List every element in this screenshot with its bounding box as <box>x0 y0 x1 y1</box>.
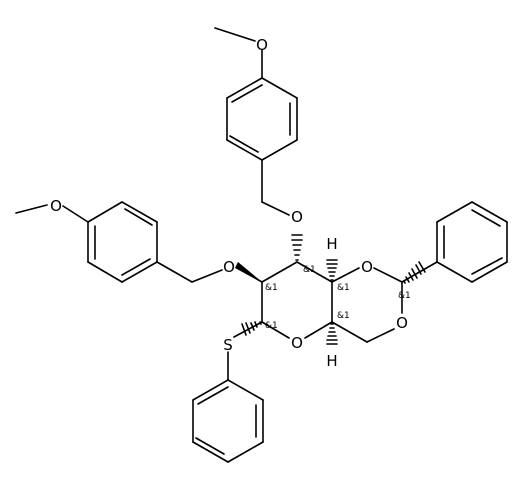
bond-o-acetal-c <box>373 267 403 283</box>
hashed-bond-c5-h <box>326 323 338 345</box>
atom-o-ring: O <box>291 334 303 352</box>
bond-ch2-c5 <box>331 321 368 343</box>
atom-o-acetal-top: O <box>361 258 373 276</box>
stereo-label-acetal: &1 <box>398 291 411 301</box>
bond-ch2-o-c3 <box>261 201 290 216</box>
bonds <box>15 27 508 463</box>
stereo-label-c1: &1 <box>265 321 278 331</box>
atom-o-methoxy-left: O <box>50 197 62 215</box>
atom-o-c2: O <box>223 258 235 276</box>
bond-ch2-o-c2 <box>191 269 223 283</box>
bond-o-aryl-left <box>62 205 89 223</box>
bond-c5-o-ring <box>304 321 333 339</box>
bond-c2-c3 <box>261 261 298 283</box>
hashed-bond-acetal <box>403 261 426 284</box>
stereo-label-c2: &1 <box>265 283 278 293</box>
hashed-bond-c1-s <box>241 321 262 336</box>
wedge-bond-c2-o <box>235 262 262 282</box>
benzene-ring-left <box>87 201 158 283</box>
bond-c4-o-acetal <box>331 267 360 283</box>
atom-labels: O O O O O O O S H H <box>50 36 408 370</box>
bond-methyl-o-top <box>214 27 256 42</box>
atom-o-c3: O <box>291 208 303 226</box>
bond-o-ring-c1 <box>261 321 290 339</box>
atom-h-c5: H <box>326 352 337 370</box>
benzene-ring-bottom <box>192 379 264 463</box>
bond-methyl-o-left <box>15 204 48 214</box>
hashed-bond-c4-h <box>326 259 338 281</box>
benzene-ring-right <box>436 201 508 283</box>
atom-o-methoxy-top: O <box>256 36 268 54</box>
bond-c3-c4 <box>296 261 333 283</box>
stereo-label-c4: &1 <box>337 283 350 293</box>
benzene-ring-top <box>226 77 298 161</box>
atom-o-acetal-bottom: O <box>396 314 408 332</box>
stereo-label-c3: &1 <box>303 265 316 275</box>
stereo-labels: &1 &1 &1 &1 &1 &1 <box>265 265 411 331</box>
stereo-label-c5: &1 <box>337 311 350 321</box>
bond-o-bottom-ch2 <box>366 328 395 343</box>
bond-aryl-ch2-left <box>156 261 193 283</box>
atom-s-thio: S <box>223 336 233 354</box>
hashed-bond-c3-o <box>291 234 303 261</box>
atom-h-c4: H <box>326 235 337 253</box>
